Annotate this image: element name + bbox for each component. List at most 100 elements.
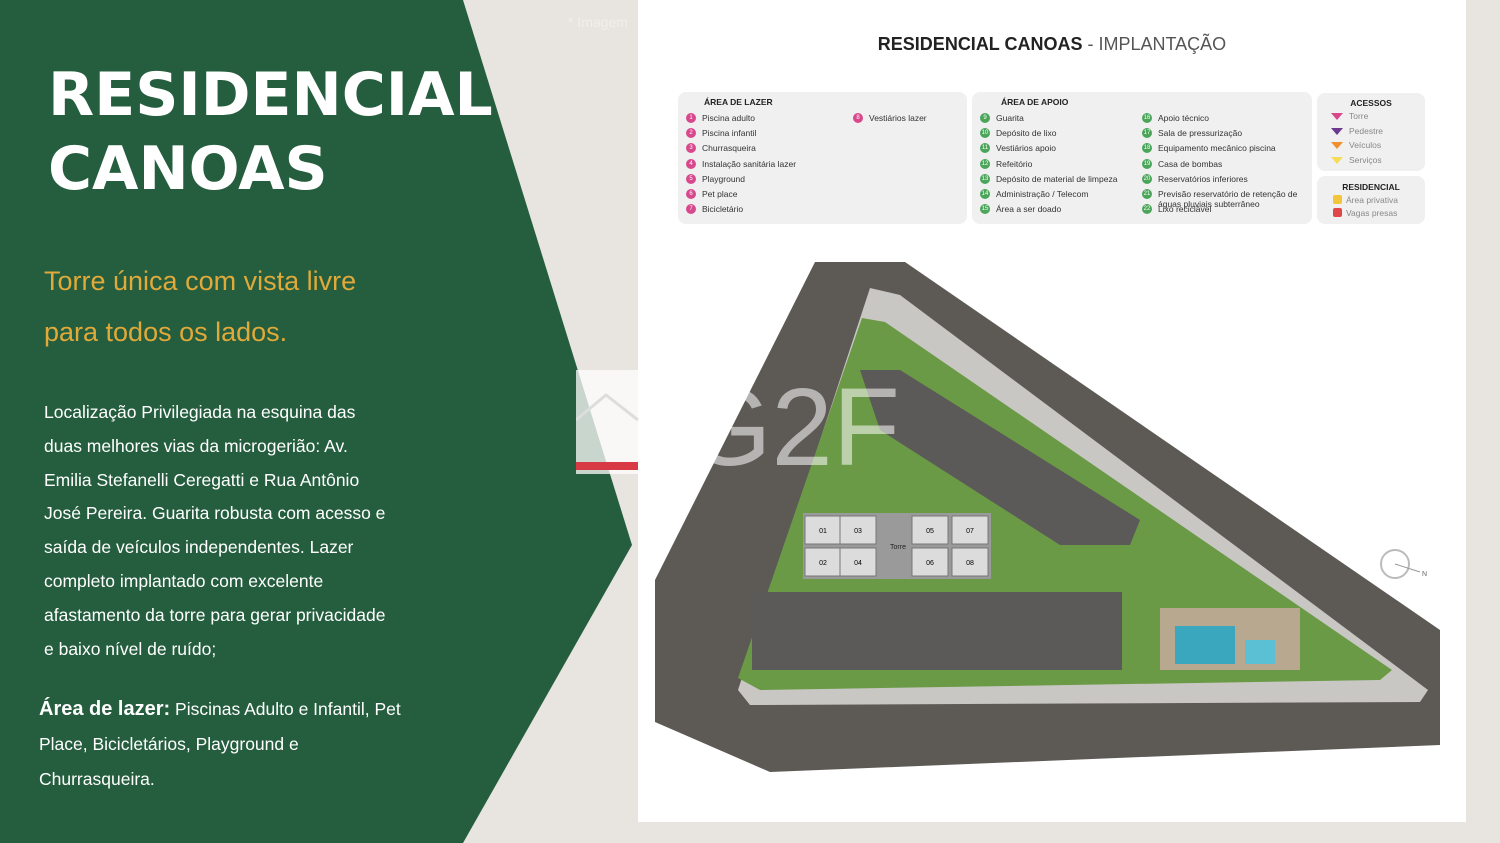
legend-heading: ÁREA DE APOIO — [1001, 97, 1069, 107]
color-swatch — [1333, 195, 1342, 204]
number-badge: 15 — [980, 204, 990, 215]
legend-label: Vestiários apoio — [996, 143, 1057, 154]
legend-item: Veículos — [1331, 140, 1381, 150]
card-title: RESIDENCIAL CANOAS - IMPLANTAÇÃO — [638, 34, 1466, 55]
unit-block — [911, 547, 949, 577]
north-arrow — [1394, 563, 1421, 573]
legend-label: Refeitório — [996, 158, 1033, 169]
color-swatch — [1333, 208, 1342, 217]
lazer-label: Área de lazer: — [39, 698, 171, 720]
parking-upper — [860, 370, 1140, 545]
legend-label: Reservatórios inferiores — [1158, 173, 1248, 184]
legend-item: 17 Sala de pressurização — [1142, 128, 1302, 139]
number-badge: 3 — [686, 143, 696, 154]
unit-label: 04 — [854, 560, 862, 567]
unit-block — [839, 515, 877, 545]
access-arrow-icon — [1331, 113, 1343, 120]
legend-label: Instalação sanitária lazer — [702, 158, 797, 169]
legend-label: Área privativa — [1346, 195, 1398, 205]
subtitle-line-1: Torre única com vista livre — [44, 266, 357, 296]
legend-item: 13 Depósito de material de limpeza — [980, 173, 1150, 184]
unit-block — [911, 515, 949, 545]
number-badge: 10 — [980, 128, 990, 139]
number-badge: 13 — [980, 173, 990, 184]
legend-item: Torre — [1331, 111, 1368, 121]
legend-item: 11 Vestiários apoio — [980, 143, 1150, 154]
number-badge: 12 — [980, 158, 990, 169]
legend-item: 14 Administração / Telecom — [980, 189, 1150, 199]
legend-label: Piscina infantil — [702, 128, 757, 139]
legend-label: Casa de bombas — [1158, 158, 1223, 169]
card-title-light: IMPLANTAÇÃO — [1098, 34, 1227, 54]
legend-item: 3 Churrasqueira — [686, 143, 756, 154]
legend-item: Área privativa — [1333, 195, 1398, 205]
legend-label: Lixo reciclável — [1158, 204, 1212, 215]
unit-label: 06 — [926, 560, 934, 567]
title-line-2: CANOAS — [48, 134, 328, 204]
legend-item: Serviços — [1331, 155, 1382, 165]
legend-item: 2 Piscina infantil — [686, 128, 757, 139]
legend-item: Vagas presas — [1333, 208, 1397, 218]
number-badge: 14 — [980, 189, 990, 199]
legend-item: 19 Casa de bombas — [1142, 158, 1302, 169]
legend-item: 18 Equipamento mecânico piscina — [1142, 143, 1302, 154]
legend-label: Piscina adulto — [702, 113, 755, 123]
tower-label: Torre — [890, 544, 906, 551]
unit-label: 01 — [819, 528, 827, 535]
legend-label: Depósito de material de limpeza — [996, 173, 1118, 184]
unit-label: 05 — [926, 528, 934, 535]
north-label: N — [1422, 571, 1427, 578]
lazer-text: Piscinas Adulto e Infantil, Pet Place, B… — [39, 699, 401, 789]
subtitle: Torre única com vista livre para todos o… — [44, 256, 404, 358]
number-badge: 11 — [980, 143, 990, 154]
unit-block — [951, 547, 989, 577]
unit-block — [951, 515, 989, 545]
legend-label: Pedestre — [1349, 125, 1384, 136]
number-badge: 17 — [1142, 128, 1152, 139]
legend-item: Pedestre — [1331, 126, 1383, 136]
description: Localização Privilegiada na esquina das … — [44, 402, 386, 659]
subtitle-line-2: para todos os lados. — [44, 317, 288, 347]
unit-label: 08 — [966, 560, 974, 567]
legend-label: Previsão reservatório de retenção de águ… — [1158, 189, 1298, 209]
unit-block — [804, 515, 842, 545]
access-arrow-icon — [1331, 156, 1343, 164]
legend-item: 21 Previsão reservatório de retenção de á… — [1142, 189, 1302, 209]
pool-adult — [1175, 626, 1235, 664]
number-badge: 2 — [686, 128, 696, 139]
parking-lower — [752, 592, 1122, 670]
legend-label: Administração / Telecom — [996, 189, 1089, 199]
card-title-bold: RESIDENCIAL CANOAS — [877, 34, 1083, 54]
lazer-summary: Área de lazer: Piscinas Adulto e Infanti… — [39, 692, 409, 797]
access-arrow-icon — [1331, 127, 1343, 135]
unit-block — [839, 547, 877, 577]
number-badge: 19 — [1142, 158, 1152, 169]
pool-kids — [1245, 640, 1275, 664]
legend-label: Apoio técnico — [1158, 113, 1210, 123]
title-separator: - — [1082, 34, 1099, 54]
legend-heading: ACESSOS — [1350, 98, 1392, 108]
legend-heading: ÁREA DE LAZER — [704, 97, 773, 107]
legend-label: Equipamento mecânico piscina — [1158, 143, 1276, 154]
number-badge: 21 — [1142, 189, 1152, 199]
unit-label: 03 — [854, 528, 862, 535]
number-badge: 22 — [1142, 204, 1152, 215]
legend-label: Churrasqueira — [702, 143, 756, 154]
legend-label: Sala de pressurização — [1158, 128, 1243, 139]
number-badge: 18 — [1142, 143, 1152, 154]
legend-item: 22 Lixo reciclável — [1142, 204, 1302, 215]
title-line-1: RESIDENCIAL — [48, 60, 493, 130]
image-note: * Imagem — [568, 14, 628, 30]
